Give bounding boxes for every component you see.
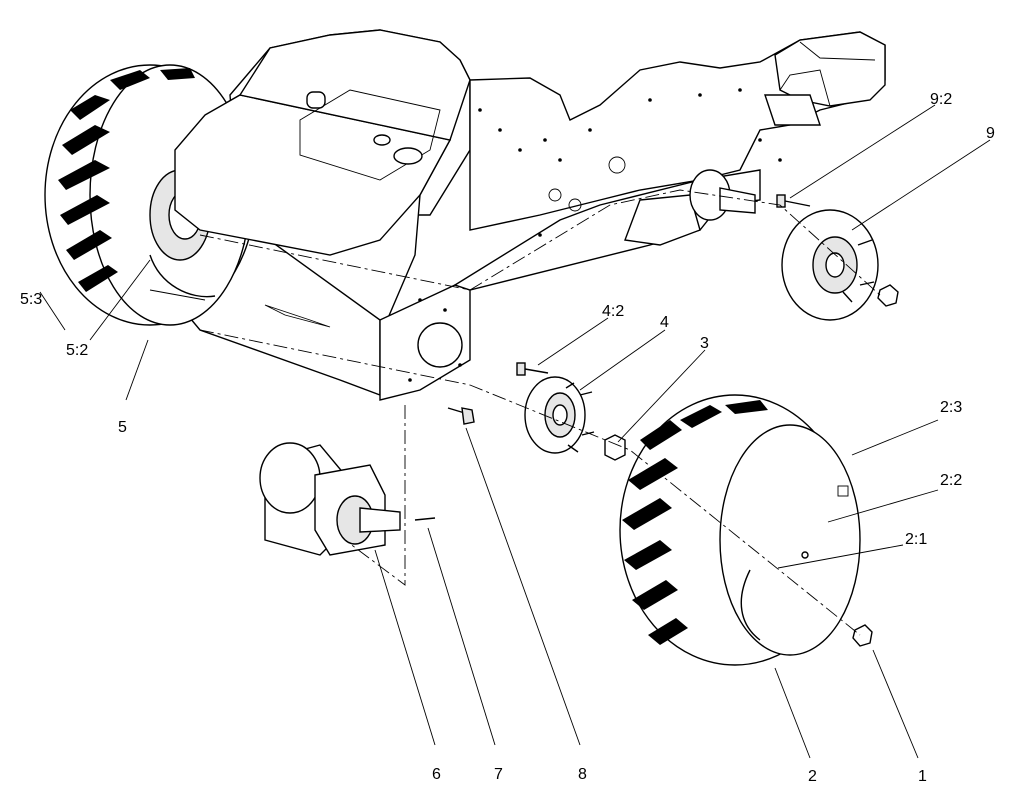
callout-4-2: 4:2 <box>602 303 624 320</box>
callout-5-2: 5:2 <box>66 342 88 359</box>
motor-part-6 <box>259 442 436 556</box>
hub-part-4 <box>524 376 595 454</box>
callout-2-3: 2:3 <box>940 399 962 416</box>
callout-4: 4 <box>660 314 669 331</box>
callout-9: 9 <box>986 125 995 142</box>
center-lines <box>174 114 881 636</box>
right-wheel-part-2 <box>619 394 873 666</box>
callout-5-3: 5:3 <box>20 291 42 308</box>
callout-2: 2 <box>808 768 817 785</box>
leader-lines <box>39 104 991 759</box>
callout-6: 6 <box>432 766 441 783</box>
nut-part-3 <box>604 434 626 461</box>
callout-2-1: 2:1 <box>905 531 927 548</box>
callout-1: 1 <box>918 768 927 785</box>
callout-7: 7 <box>494 766 503 783</box>
brake-drum-part-9 <box>781 209 899 321</box>
bolt-part-4-2 <box>516 362 549 376</box>
callout-9-2: 9:2 <box>930 91 952 108</box>
callout-labels: 9:2 9 4:2 4 3 2:3 2:2 2:1 5:3 5:2 5 6 7 … <box>20 91 995 785</box>
bolt-part-8 <box>447 407 475 425</box>
bolt-part-9-2 <box>776 194 811 208</box>
callout-2-2: 2:2 <box>940 472 962 489</box>
callout-3: 3 <box>700 335 709 352</box>
callout-5: 5 <box>118 419 127 436</box>
axle-stub <box>689 169 756 221</box>
callout-8: 8 <box>578 766 587 783</box>
